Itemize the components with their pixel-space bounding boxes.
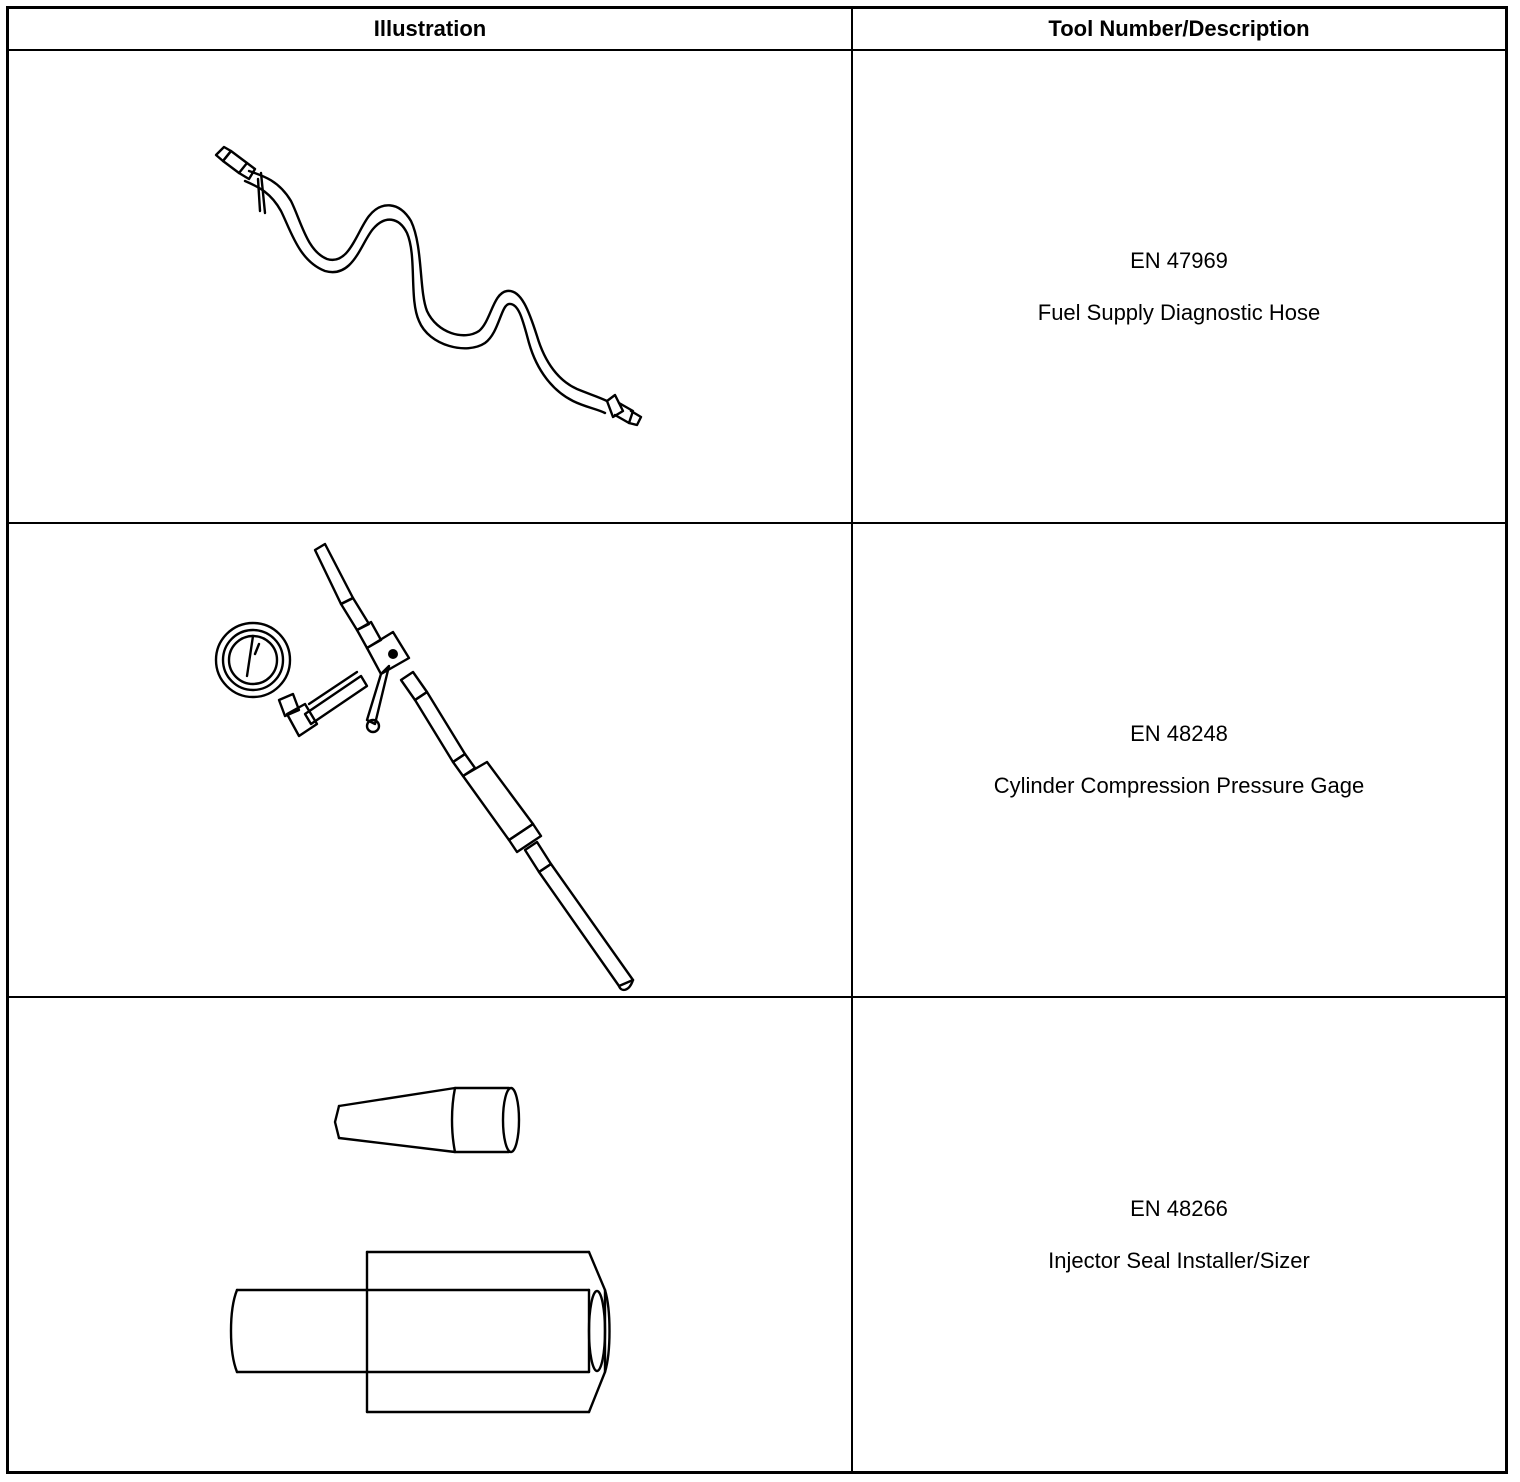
header-illustration: Illustration: [373, 16, 487, 41]
injector-seal-installer-sizer-icon: [229, 1086, 611, 1414]
tool-number: EN 48248: [1130, 721, 1228, 746]
table-header-row: Illustration Tool Number/Description: [9, 9, 1505, 51]
illustration-cell: [9, 51, 851, 522]
column-divider: [851, 9, 853, 49]
table-row: EN 48248 Cylinder Compression Pressure G…: [9, 524, 1505, 998]
fuel-supply-diagnostic-hose-icon: [214, 145, 643, 427]
tool-description-cell: EN 47969 Fuel Supply Diagnostic Hose: [853, 51, 1505, 522]
tool-description: Cylinder Compression Pressure Gage: [993, 773, 1365, 798]
tool-description-cell: EN 48266 Injector Seal Installer/Sizer: [853, 998, 1505, 1471]
header-tool-number-description: Tool Number/Description: [1048, 16, 1310, 41]
tool-description: Fuel Supply Diagnostic Hose: [1037, 299, 1321, 325]
illustration-cell: [9, 998, 851, 1471]
column-divider: [851, 51, 853, 522]
table-row: EN 47969 Fuel Supply Diagnostic Hose: [9, 51, 1505, 524]
tool-number: EN 47969: [1130, 247, 1228, 273]
tool-description: Injector Seal Installer/Sizer: [1048, 1247, 1310, 1273]
special-tools-table: Illustration Tool Number/Description: [6, 6, 1508, 1474]
column-divider: [851, 524, 853, 996]
tool-number: EN 48266: [1130, 1195, 1228, 1221]
cylinder-compression-pressure-gage-icon: [214, 542, 635, 992]
illustration-cell: [9, 524, 851, 996]
table-row: EN 48266 Injector Seal Installer/Sizer: [9, 998, 1505, 1471]
tool-description-cell: EN 48248 Cylinder Compression Pressure G…: [853, 524, 1505, 996]
column-divider: [851, 998, 853, 1471]
